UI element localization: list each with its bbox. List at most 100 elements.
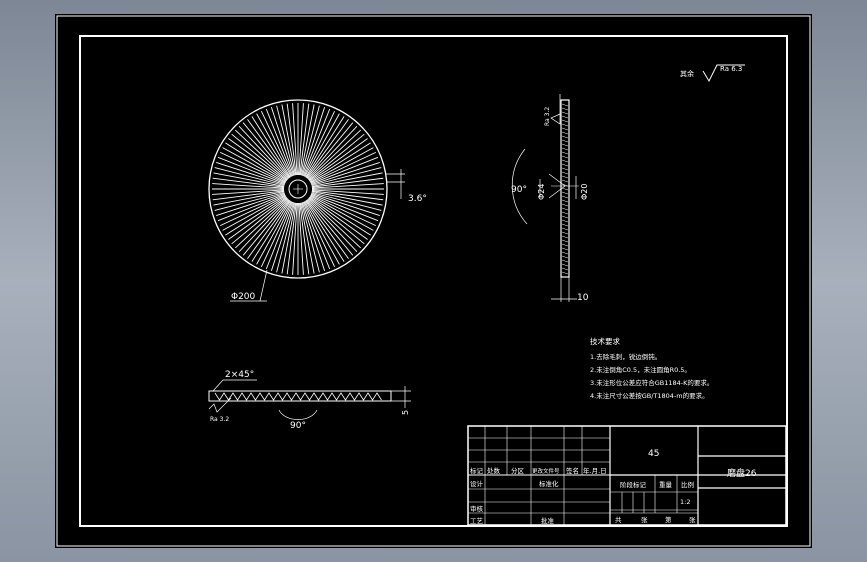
slot-line <box>212 183 285 189</box>
side-slot-line <box>561 139 569 143</box>
slot-line <box>228 138 287 182</box>
side-slot-line <box>561 155 569 159</box>
slot-line <box>301 105 320 176</box>
bore-label: Φ24 <box>537 184 546 200</box>
tb-sheet-num: 第 <box>665 515 672 524</box>
tech-req-title: 技术要求 <box>590 336 620 346</box>
side-slot-line <box>561 255 569 259</box>
slot-line <box>276 202 295 273</box>
side-slot-line <box>561 239 569 243</box>
height-label: 5 <box>401 410 410 415</box>
tb-design: 设计 <box>470 479 484 488</box>
slot-line <box>301 202 320 273</box>
side-slot-line <box>561 235 569 239</box>
slot-line <box>225 142 287 182</box>
slot-angle-label: 3.6° <box>408 194 427 204</box>
slot-line <box>299 103 310 176</box>
slot-line <box>217 193 286 222</box>
side-view: 90° Φ24 Φ20 Ra 3.2 10 <box>511 94 589 303</box>
side-slot-line <box>561 263 569 267</box>
side-slot-line <box>561 191 569 195</box>
side-slot-line <box>561 131 569 135</box>
side-slot-line <box>561 251 569 255</box>
slot-line <box>247 119 291 178</box>
slot-line <box>220 151 286 184</box>
slot-line <box>260 201 293 267</box>
side-slot-line <box>561 203 569 207</box>
slot-line <box>303 201 336 267</box>
slot-line <box>302 108 331 177</box>
side-roughness-value: Ra 3.2 <box>544 107 551 126</box>
slot-line <box>260 111 293 177</box>
slot-line <box>265 201 294 270</box>
slot-line <box>300 202 315 274</box>
slot-line <box>286 103 297 176</box>
slot-line <box>306 199 354 256</box>
tb-process: 工艺 <box>470 517 484 525</box>
slot-line <box>231 197 288 245</box>
side-slot-line <box>561 119 569 123</box>
title-block <box>467 425 787 526</box>
slot-line <box>311 167 382 186</box>
side-slot-line <box>561 127 569 131</box>
tb-header-date: 年.月.日 <box>583 466 607 475</box>
slot-line <box>214 167 285 186</box>
side-slot-line <box>561 115 569 119</box>
side-roughness-icon <box>550 94 561 125</box>
slot-line <box>298 202 304 275</box>
thickness-label: 10 <box>577 293 589 303</box>
side-slot-line <box>561 223 569 227</box>
slot-line <box>251 200 291 262</box>
slot-line <box>214 192 285 211</box>
disc-outline <box>208 99 388 279</box>
slot-line <box>212 190 285 201</box>
slot-line <box>307 198 358 253</box>
slot-line <box>216 161 285 186</box>
slot-line <box>308 197 365 245</box>
slot-line <box>228 196 287 240</box>
slot-line <box>234 129 289 180</box>
slot-line <box>306 122 354 179</box>
tb-header-count: 处数 <box>487 466 501 475</box>
outer-frame <box>56 15 811 547</box>
front-view-disc: 3.6° Φ200 <box>208 99 427 302</box>
diameter-leader <box>259 269 268 302</box>
side-slot-line <box>561 103 569 107</box>
side-slot-line <box>561 215 569 219</box>
slot-line <box>310 193 379 222</box>
tb-header-mark: 标记 <box>470 466 484 475</box>
slot-line <box>300 104 315 176</box>
side-slot-line <box>561 227 569 231</box>
slot-line <box>222 147 286 183</box>
slot-line <box>311 183 384 189</box>
side-slot-line <box>561 123 569 127</box>
side-angle-arc <box>511 148 528 225</box>
slot-line <box>212 189 285 195</box>
inner-frame <box>79 35 788 527</box>
side-profile <box>560 99 570 278</box>
slot-line <box>305 116 345 178</box>
section-angle-label: 90° <box>290 421 306 431</box>
side-slot-line <box>561 179 569 183</box>
slot-line <box>309 196 368 240</box>
roughness-icon <box>702 64 745 83</box>
slot-line <box>299 202 310 275</box>
side-slot-line <box>561 107 569 111</box>
slot-line <box>256 201 292 265</box>
slot-line <box>286 202 297 275</box>
chamfer-leader <box>212 379 224 392</box>
side-slot-line <box>561 175 569 179</box>
slot-line <box>217 156 286 185</box>
side-slot-line <box>561 199 569 203</box>
section-view: 2×45° Ra 3.2 90° 5 <box>208 370 411 431</box>
side-slot-line <box>561 167 569 171</box>
hub-label: Φ20 <box>580 184 589 200</box>
tb-stage-mark: 阶段标记 <box>620 480 647 489</box>
slot-line <box>310 195 374 231</box>
slot-line <box>302 201 331 270</box>
chamfer-label: 2×45° <box>225 370 254 380</box>
slot-line <box>309 196 371 236</box>
tech-req-item: 3.未注形位公差应符合GB1184-K的要求。 <box>590 378 713 387</box>
side-slot-line <box>561 271 569 275</box>
slot-line <box>225 196 287 236</box>
